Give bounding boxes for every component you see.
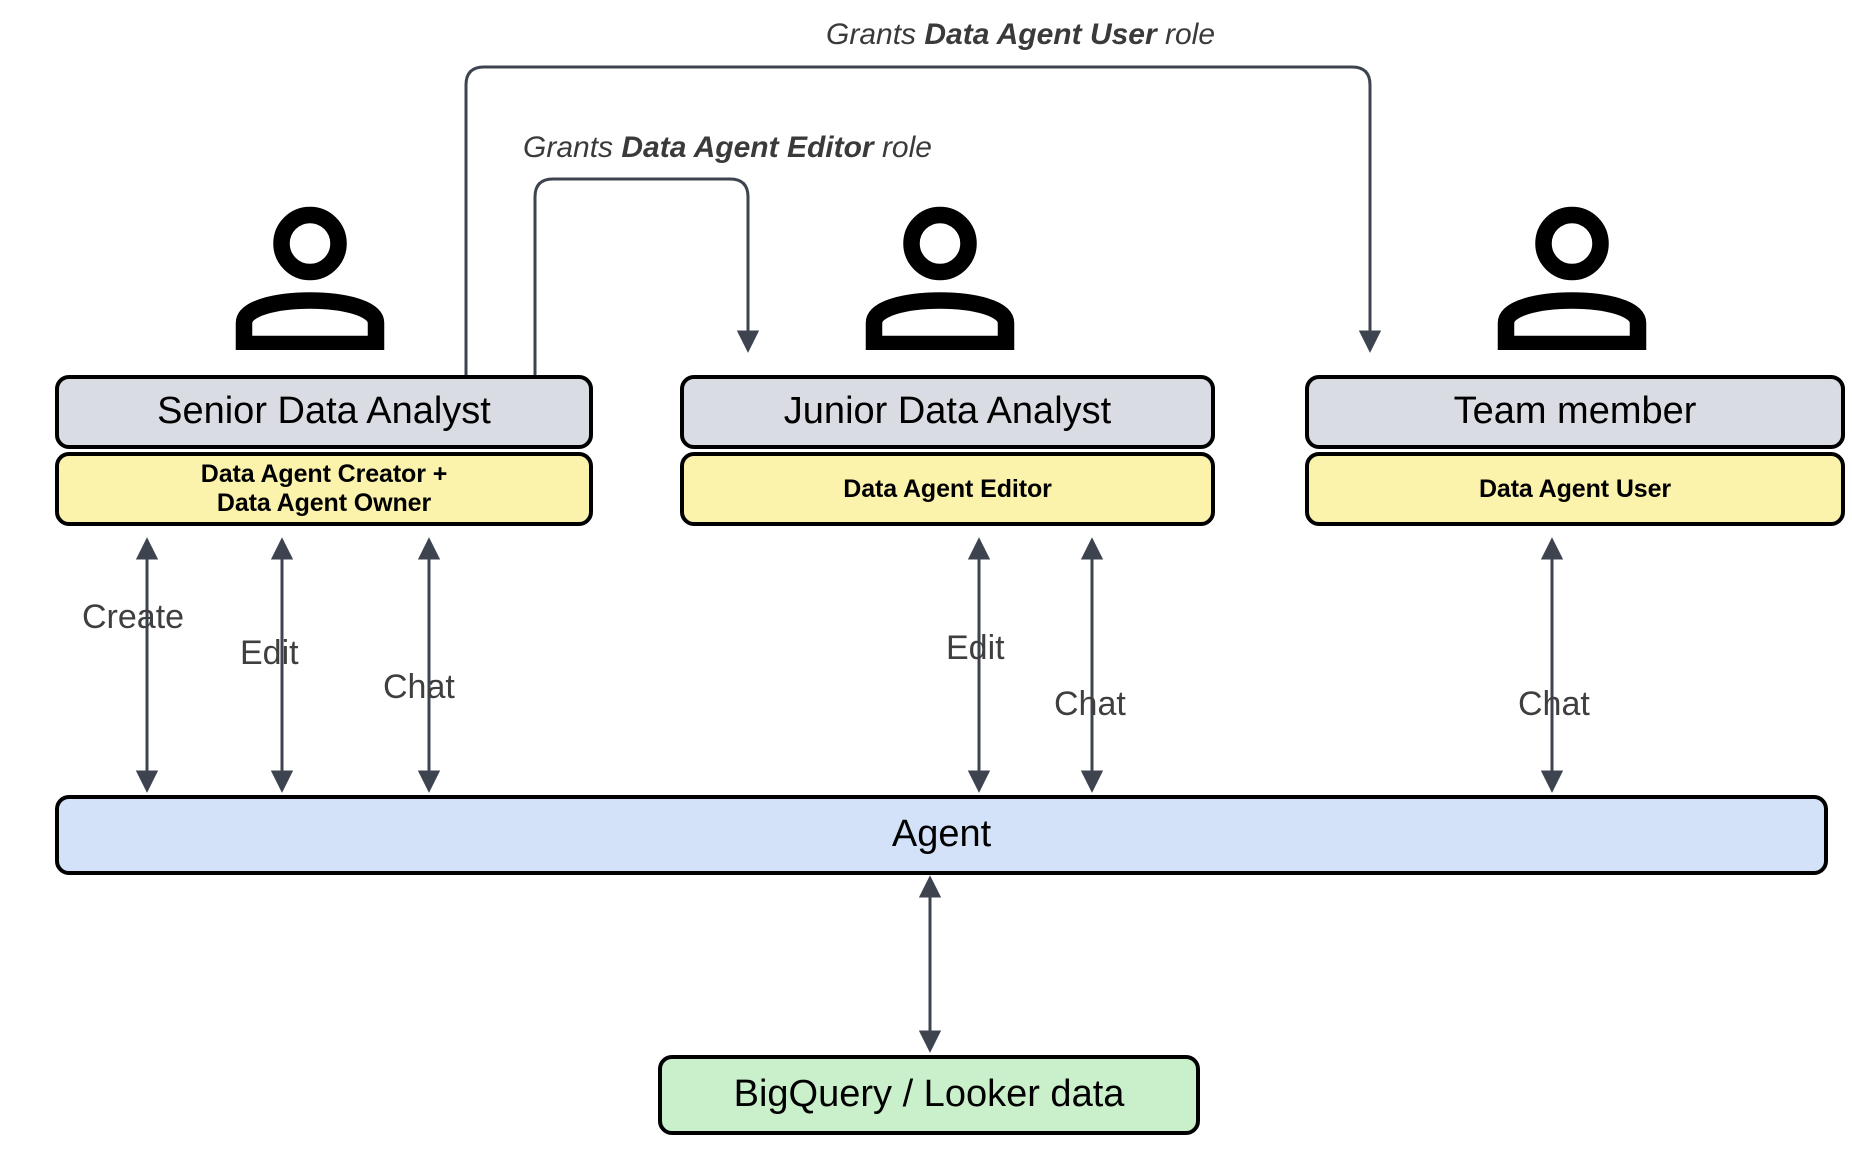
grant-suffix: role	[873, 131, 932, 164]
permission-box-junior-data-analyst[interactable]: Data Agent Editor	[680, 452, 1215, 526]
grant-role: Data Agent Editor	[621, 131, 874, 164]
grant-suffix: role	[1156, 18, 1216, 51]
grant-role: Data Agent User	[924, 18, 1157, 51]
action-label-create: Create	[82, 598, 185, 636]
action-label-chat-junior: Chat	[1054, 685, 1126, 723]
person-icon	[865, 206, 1015, 350]
role-label: Team member	[1453, 390, 1697, 433]
action-label-edit-senior: Edit	[240, 634, 299, 672]
grant-label-data-agent-user: Grants Data Agent User role	[826, 18, 1215, 52]
action-label-edit-junior: Edit	[946, 629, 1005, 667]
permission-label: Data Agent Editor	[843, 474, 1052, 503]
action-label-chat-senior: Chat	[383, 668, 455, 706]
action-label-chat-team-member: Chat	[1518, 685, 1590, 723]
permission-box-team-member[interactable]: Data Agent User	[1305, 452, 1845, 526]
grant-label-data-agent-editor: Grants Data Agent Editor role	[523, 131, 932, 165]
permission-label-line1: Data Agent Creator +	[200, 460, 448, 489]
person-icon	[1497, 206, 1647, 350]
person-icon	[235, 206, 385, 350]
role-box-team-member[interactable]: Team member	[1305, 375, 1845, 449]
datasource-label: BigQuery / Looker data	[733, 1073, 1125, 1116]
agent-box[interactable]: Agent	[55, 795, 1828, 875]
permission-label: Data Agent User	[1478, 474, 1672, 503]
role-label: Junior Data Analyst	[783, 390, 1112, 433]
grant-prefix: Grants	[826, 18, 925, 51]
role-box-junior-data-analyst[interactable]: Junior Data Analyst	[680, 375, 1215, 449]
role-box-senior-data-analyst[interactable]: Senior Data Analyst	[55, 375, 593, 449]
datasource-box[interactable]: BigQuery / Looker data	[658, 1055, 1200, 1135]
agent-label: Agent	[891, 813, 992, 856]
permission-box-senior-data-analyst[interactable]: Data Agent Creator + Data Agent Owner	[55, 452, 593, 526]
permission-label-line2: Data Agent Owner	[216, 489, 432, 517]
grant-prefix: Grants	[523, 131, 622, 164]
role-label: Senior Data Analyst	[157, 390, 491, 433]
connector-grants-data-agent-editor	[533, 177, 760, 375]
